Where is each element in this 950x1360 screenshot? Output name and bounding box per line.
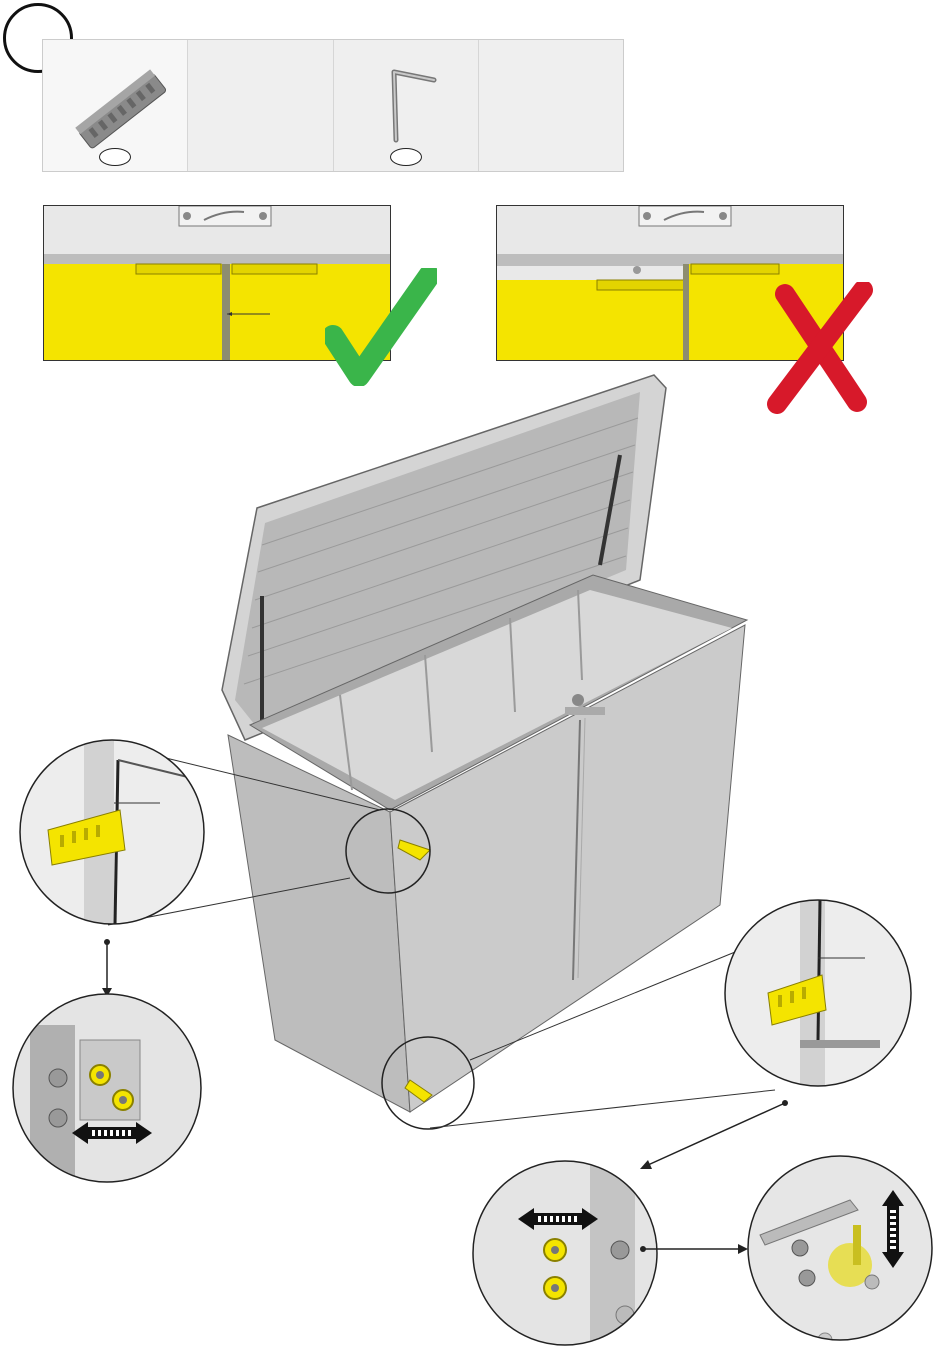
zoom-top-corner	[20, 740, 205, 925]
zoom-height-adjust	[745, 1155, 935, 1347]
zoom-left-hinge	[12, 994, 202, 1185]
zoom-bottom-corner	[725, 900, 915, 1090]
zoom-bottom-hinge	[470, 1160, 660, 1350]
